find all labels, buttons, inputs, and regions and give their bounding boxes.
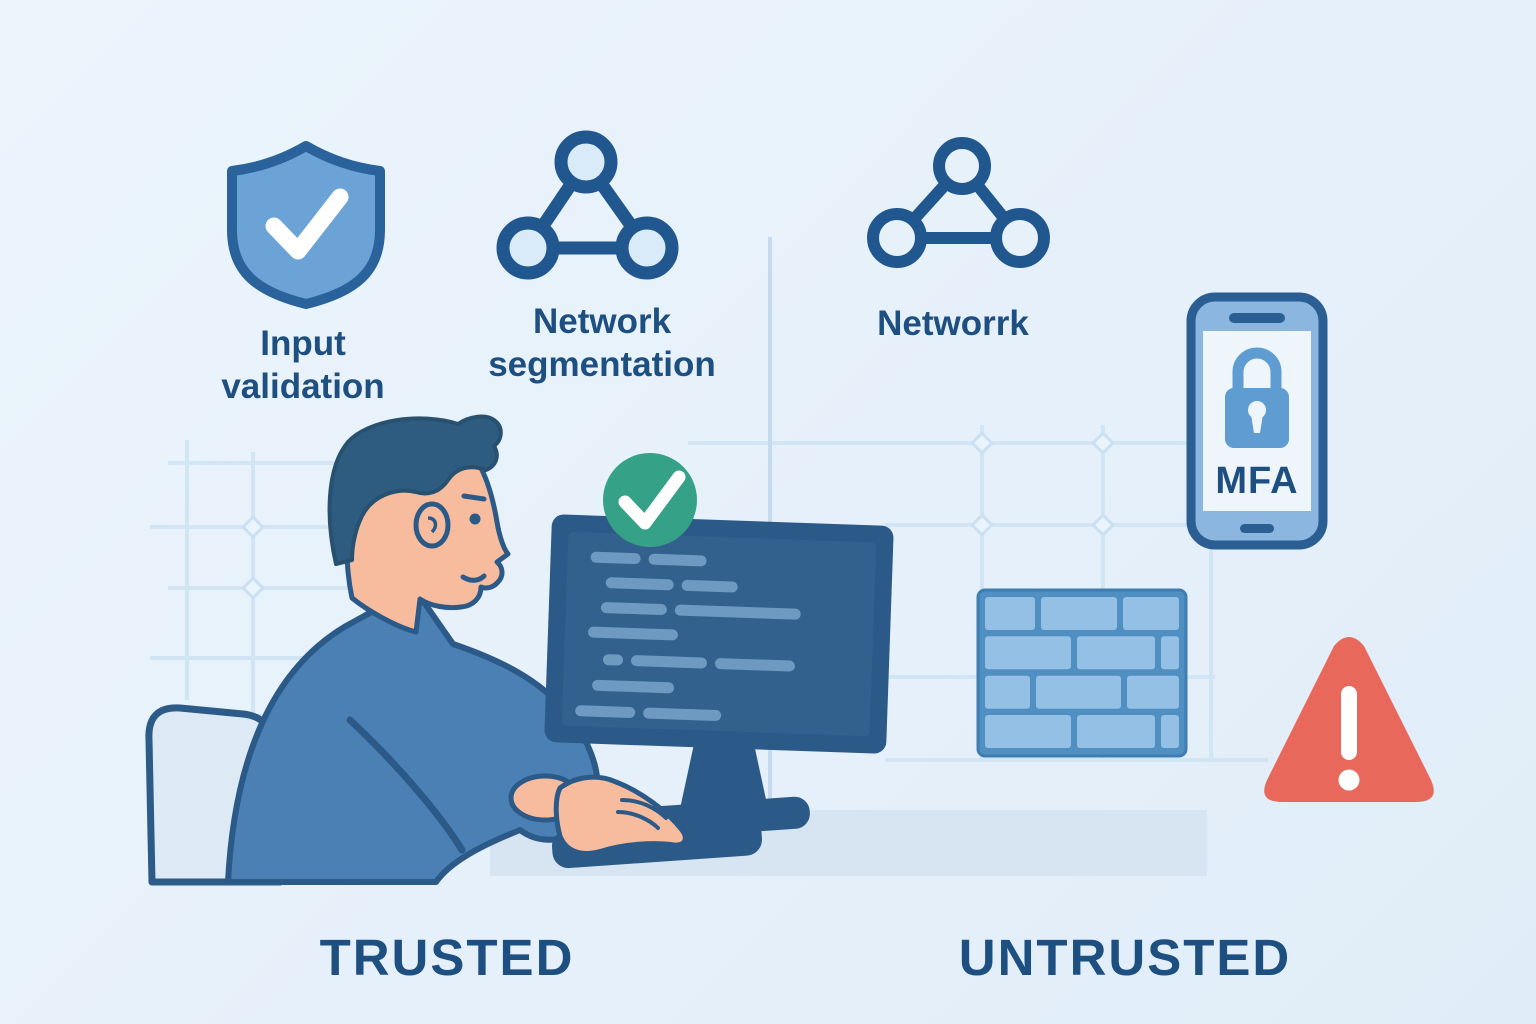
green-check-badge-icon bbox=[603, 453, 697, 547]
person-eye bbox=[469, 513, 481, 525]
person-eyebrow bbox=[461, 493, 487, 502]
monitor-code-icon bbox=[544, 514, 894, 754]
mfa-label: MFA bbox=[1215, 460, 1299, 502]
arm-crease bbox=[346, 716, 466, 854]
shield-check-icon bbox=[227, 141, 385, 309]
monitor-stand bbox=[678, 744, 770, 818]
person-hair bbox=[327, 414, 503, 566]
person-mouth bbox=[460, 573, 487, 583]
developer-at-workstation-illustration bbox=[145, 414, 894, 886]
network-triangle-icon bbox=[496, 130, 679, 280]
phone-lock-icon bbox=[1186, 292, 1328, 550]
person-hand bbox=[553, 774, 688, 856]
warning-triangle-icon bbox=[1264, 637, 1434, 802]
network-untrusted-label: Networrk bbox=[877, 304, 1029, 343]
lock-icon bbox=[1225, 347, 1289, 448]
untrusted-zone-label: UNTRUSTED bbox=[958, 929, 1292, 986]
code-lines bbox=[575, 551, 801, 721]
person-ear bbox=[413, 501, 451, 549]
person-torso bbox=[225, 585, 601, 885]
firewall-bricks-icon bbox=[976, 588, 1188, 758]
input-validation-label: Input validation bbox=[221, 324, 385, 407]
network-triangle-icon bbox=[867, 137, 1050, 268]
trusted-zone-label: TRUSTED bbox=[319, 929, 575, 986]
network-segmentation-label: Network segmentation bbox=[488, 302, 716, 385]
